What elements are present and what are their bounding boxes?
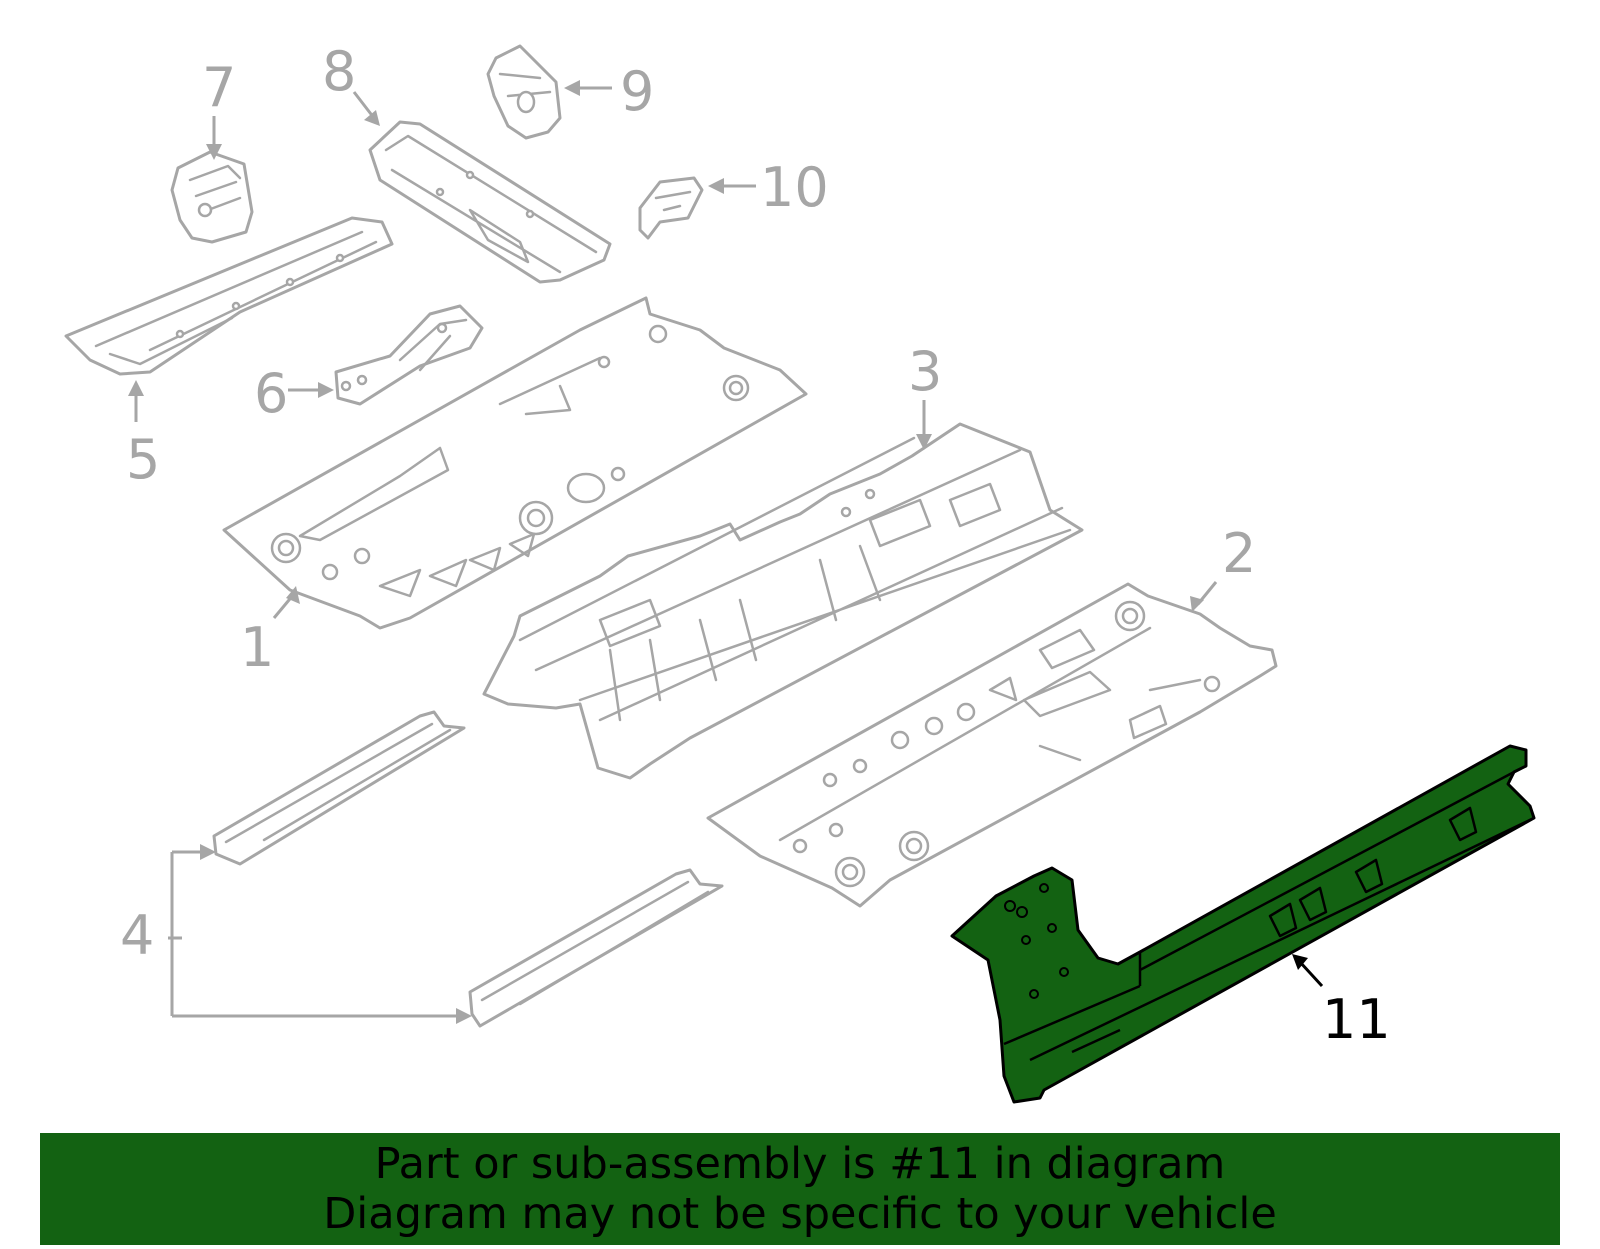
callout-8: 8 [322,40,356,103]
callout-2: 2 [1222,522,1256,585]
part-10-bracket [638,176,704,240]
part-6-bracket [334,304,484,406]
leader-lines [128,80,1324,1024]
part-1-floor-panel [222,296,808,630]
callout-3: 3 [908,340,942,403]
callout-10: 10 [760,156,829,219]
part-7-bracket [170,150,254,244]
part-5-rail [64,216,394,376]
leader-4 [168,850,460,1018]
part-9-bracket [486,44,562,140]
callout-5: 5 [126,428,160,491]
callout-7: 7 [202,56,236,119]
callout-6: 6 [254,362,288,425]
part-11-sill-highlighted [950,744,1536,1104]
banner-line-2: Diagram may not be specific to your vehi… [323,1189,1277,1239]
part-4-reinforcement-upper [212,710,466,866]
callout-9: 9 [620,60,654,123]
banner-line-1: Part or sub-assembly is #11 in diagram [374,1139,1226,1189]
leader-8 [352,91,376,119]
callout-labels: 1 2 3 4 5 6 7 8 9 10 11 [120,40,1391,1051]
callout-4: 4 [120,904,154,967]
part-8-crossmember [368,120,612,284]
part-4-reinforcement-lower [468,868,724,1028]
leader-11 [1298,960,1324,988]
info-banner: Part or sub-assembly is #11 in diagram D… [40,1133,1560,1245]
callout-1: 1 [240,616,274,679]
callout-11: 11 [1322,988,1391,1051]
part-3-center-tunnel [482,422,1084,780]
part-2-floor-panel [706,582,1278,908]
